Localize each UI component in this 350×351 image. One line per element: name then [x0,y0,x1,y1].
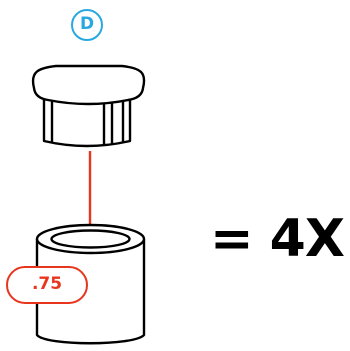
step-badge: D [71,9,103,41]
quantity-equation: = 4X [210,209,345,269]
sleeve-part [35,223,146,345]
size-label: .75 [6,266,88,304]
cap-part [31,64,146,148]
